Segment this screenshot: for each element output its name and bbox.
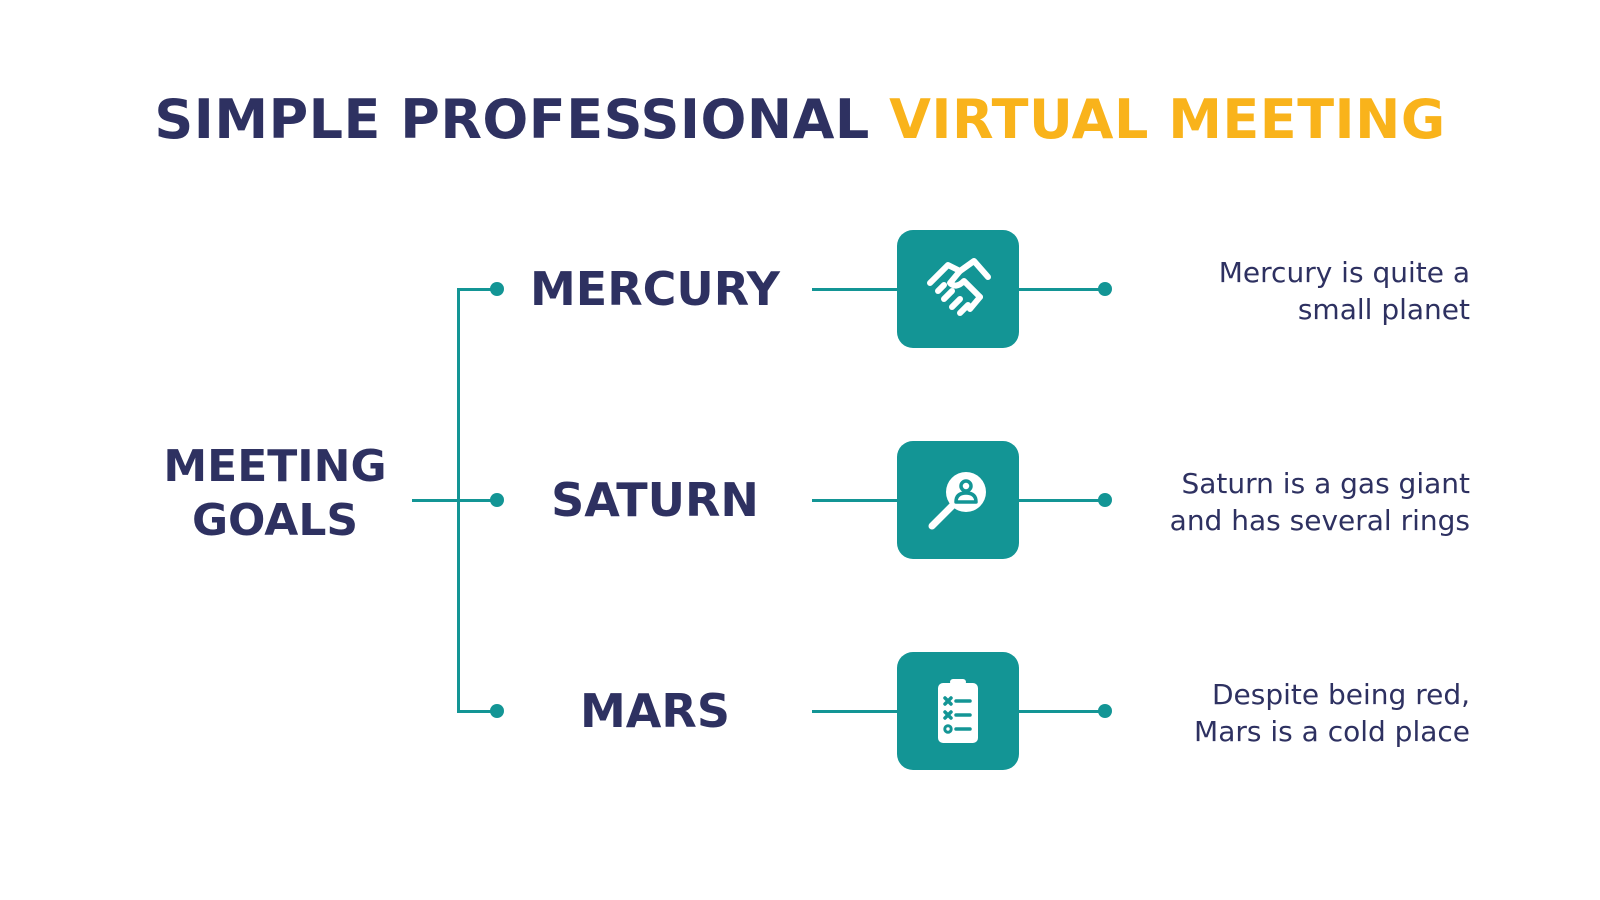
root-connector <box>412 499 458 502</box>
icon-connector-right-2 <box>1018 499 1104 502</box>
root-line1: MEETING <box>163 441 387 492</box>
branch-line-3 <box>457 710 497 713</box>
icon-connector-right-3 <box>1018 710 1104 713</box>
branch-dot-2 <box>490 493 504 507</box>
root-line2: GOALS <box>191 495 359 546</box>
handshake-icon <box>927 258 991 316</box>
desc-mars: Despite being red, Mars is a cold place <box>1090 676 1470 750</box>
desc-dot-3 <box>1098 704 1112 718</box>
icon-connector-left-2 <box>812 499 898 502</box>
node-mercury: MERCURY <box>530 262 780 316</box>
branch-line-2 <box>457 499 497 502</box>
desc-dot-2 <box>1098 493 1112 507</box>
desc-saturn: Saturn is a gas giant and has several ri… <box>1090 465 1470 539</box>
icon-tile-mercury <box>897 230 1019 348</box>
icon-tile-saturn <box>897 441 1019 559</box>
search-user-icon <box>928 472 986 530</box>
desc-line: Mercury is quite a <box>1218 256 1470 289</box>
icon-connector-left-3 <box>812 710 898 713</box>
branch-line-1 <box>457 288 497 291</box>
branch-dot-3 <box>490 704 504 718</box>
checklist-clipboard-icon <box>938 679 978 743</box>
desc-line: Mars is a cold place <box>1194 715 1470 748</box>
node-mars: MARS <box>580 684 730 738</box>
desc-line: Despite being red, <box>1211 678 1470 711</box>
slide-title: SIMPLE PROFESSIONAL VIRTUAL MEETING <box>0 88 1600 151</box>
desc-line: Saturn is a gas giant <box>1181 467 1470 500</box>
desc-line: small planet <box>1297 293 1470 326</box>
desc-line: and has several rings <box>1169 504 1470 537</box>
desc-mercury: Mercury is quite a small planet <box>1090 254 1470 328</box>
icon-connector-right-1 <box>1018 288 1104 291</box>
title-accent: VIRTUAL MEETING <box>889 88 1446 151</box>
title-primary: SIMPLE PROFESSIONAL <box>154 88 890 151</box>
icon-connector-left-1 <box>812 288 898 291</box>
icon-tile-mars <box>897 652 1019 770</box>
node-saturn: SATURN <box>551 473 759 527</box>
desc-dot-1 <box>1098 282 1112 296</box>
branch-dot-1 <box>490 282 504 296</box>
root-node: MEETING GOALS <box>140 440 410 548</box>
